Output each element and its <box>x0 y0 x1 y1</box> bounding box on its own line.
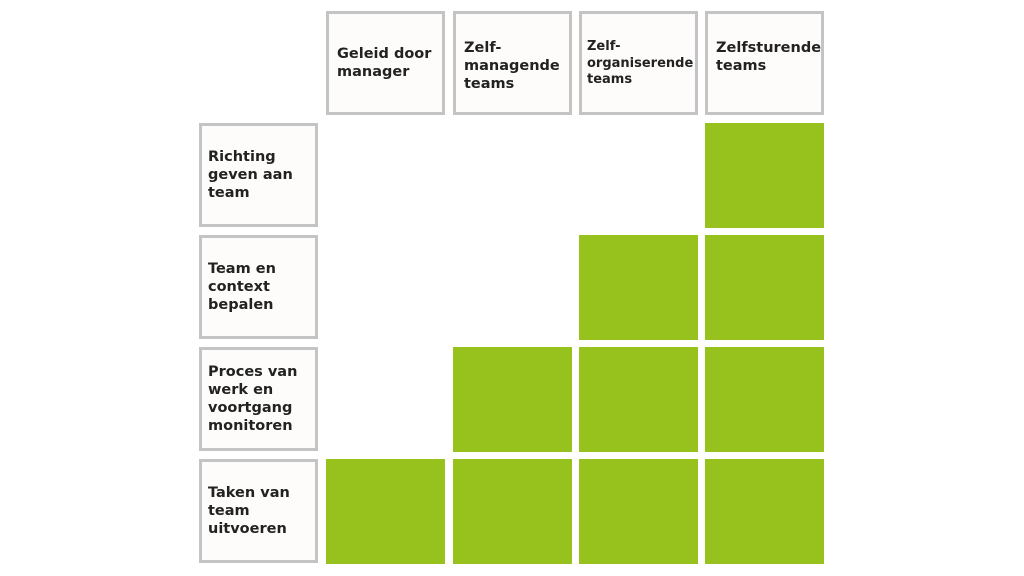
matrix-cell-filled <box>579 459 698 564</box>
matrix-cell-empty <box>453 123 572 228</box>
row-header-label: Team en context bepalen <box>208 261 276 313</box>
column-header-zelf-organiserende-teams: Zelf- organiserende teams <box>579 11 698 115</box>
matrix-cell-filled <box>705 123 824 228</box>
column-header-geleid-door-manager: Geleid door manager <box>326 11 445 115</box>
matrix-cell-empty <box>453 235 572 340</box>
matrix-cell-empty <box>326 123 445 228</box>
row-header-label: Richting geven aan team <box>208 149 293 201</box>
matrix-cell-filled <box>705 347 824 452</box>
matrix-cell-filled <box>705 235 824 340</box>
column-header-zelfsturende-teams: Zelfsturende teams <box>705 11 824 115</box>
matrix-cell-filled <box>579 347 698 452</box>
column-header-label: Zelf- managende teams <box>464 40 560 92</box>
column-header-label: Geleid door manager <box>337 46 432 80</box>
matrix-cell-filled <box>453 459 572 564</box>
matrix-cell-empty <box>579 123 698 228</box>
matrix-cell-filled <box>705 459 824 564</box>
row-header-richting-geven: Richting geven aan team <box>199 123 318 227</box>
matrix-cell-filled <box>453 347 572 452</box>
row-header-team-en-context: Team en context bepalen <box>199 235 318 339</box>
row-header-proces-van-werk: Proces van werk en voortgang monitoren <box>199 347 318 451</box>
row-header-label: Taken van team uitvoeren <box>208 485 290 537</box>
matrix-cell-filled <box>326 459 445 564</box>
matrix-cell-empty <box>326 347 445 452</box>
matrix-cell-filled <box>579 235 698 340</box>
row-header-taken-van-team: Taken van team uitvoeren <box>199 459 318 563</box>
column-header-label: Zelf- organiserende teams <box>587 39 694 87</box>
matrix-cell-empty <box>326 235 445 340</box>
row-header-label: Proces van werk en voortgang monitoren <box>208 364 298 434</box>
column-header-zelf-managende-teams: Zelf- managende teams <box>453 11 572 115</box>
column-header-label: Zelfsturende teams <box>716 40 822 74</box>
